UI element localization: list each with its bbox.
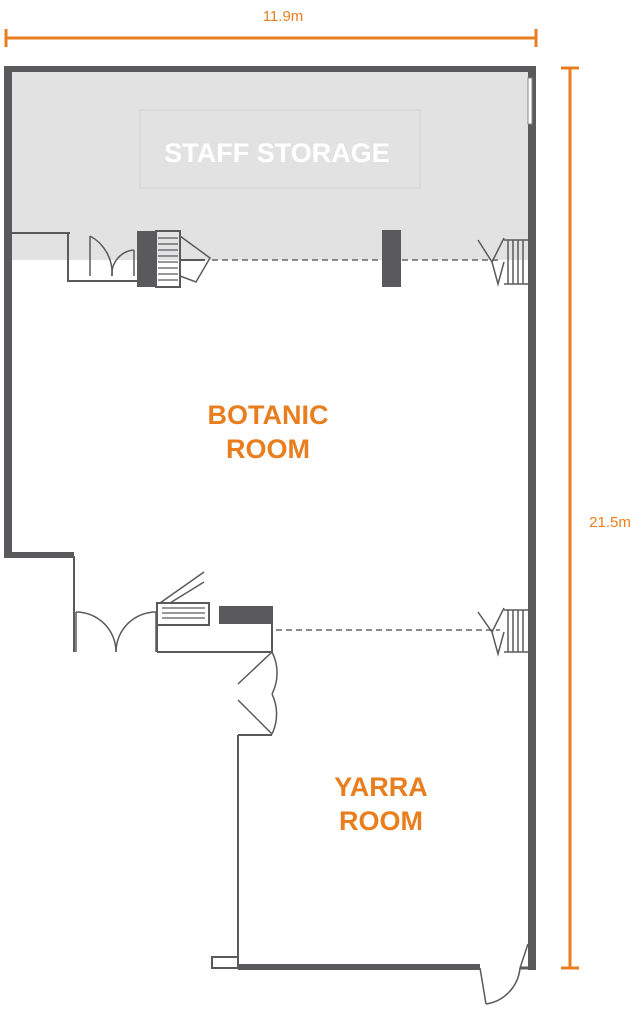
botanic-room-label-line1: BOTANIC xyxy=(208,400,329,430)
staff-storage-area xyxy=(10,72,530,260)
botanic-room-label-line2: ROOM xyxy=(226,434,310,464)
bottom-wall xyxy=(238,964,480,970)
height-dimension: 21.5m xyxy=(561,66,631,970)
partition-top xyxy=(137,230,528,288)
partition-bottom-stack xyxy=(477,607,528,657)
height-label: 21.5m xyxy=(589,514,631,531)
window xyxy=(527,77,533,125)
thin-walls xyxy=(12,232,480,969)
door-storage xyxy=(89,235,135,277)
partition-bottom xyxy=(156,571,528,657)
door-yarra-exit xyxy=(479,943,529,1005)
partition-top-stack xyxy=(477,237,528,287)
width-label: 11.9m xyxy=(263,8,304,25)
yarra-room-label-line1: YARRA xyxy=(334,772,428,802)
door-botanic-west xyxy=(75,611,157,653)
door-yarra-entry xyxy=(237,651,278,735)
staff-storage-label-box xyxy=(139,109,421,189)
staff-storage-label: STAFF STORAGE xyxy=(164,138,390,168)
width-dimension: 11.9m xyxy=(4,8,538,47)
outer-walls xyxy=(4,66,536,970)
yarra-room-label-line2: ROOM xyxy=(339,806,423,836)
